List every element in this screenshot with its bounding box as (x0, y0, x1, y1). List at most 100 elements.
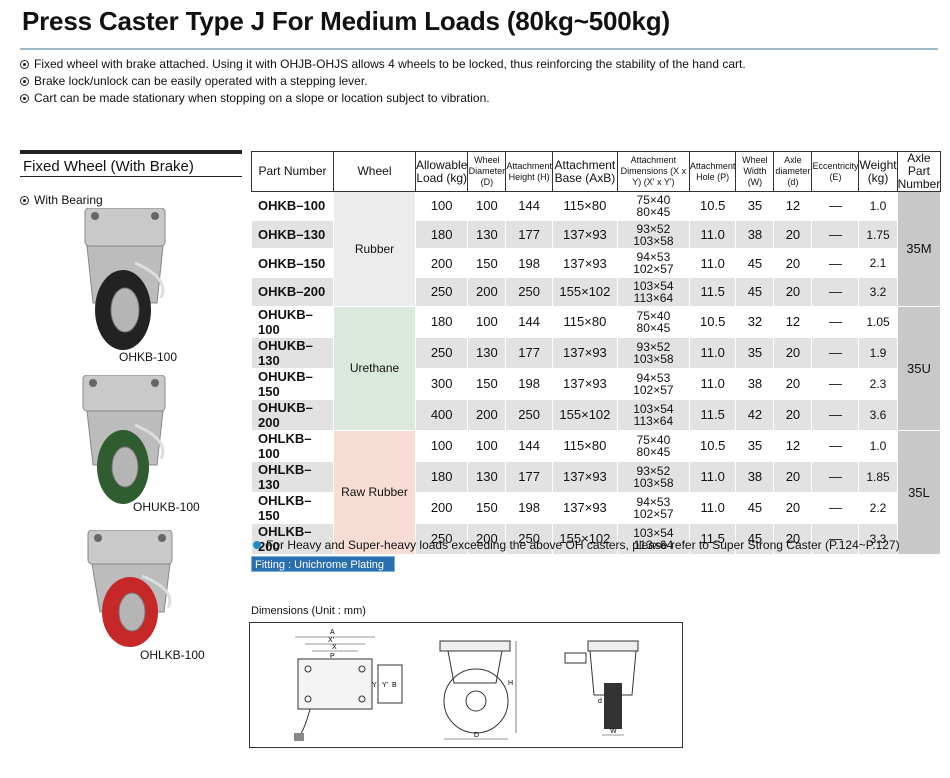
dim-label-y2: Y' (382, 682, 388, 689)
info-dot-icon (253, 541, 261, 549)
weight-cell: 2.1 (858, 248, 898, 279)
height-cell: 144 (505, 429, 553, 462)
eccentricity-cell: — (811, 219, 860, 250)
weight-cell: 2.2 (858, 491, 898, 524)
caster-image-urethane (82, 375, 166, 504)
hole-cell: 11.0 (688, 460, 737, 493)
diameter-cell: 130 (467, 336, 507, 369)
weight-cell: 1.75 (858, 219, 898, 250)
dimension-xy: 93×52 (636, 463, 671, 478)
load-cell: 180 (414, 305, 469, 338)
eccentricity-cell: — (811, 191, 860, 221)
hole-cell: 11.0 (688, 219, 737, 250)
dimension-xy: 103×54 (633, 401, 674, 416)
hole-cell: 11.0 (688, 367, 737, 400)
load-cell: 100 (414, 429, 469, 462)
weight-cell: 2.3 (858, 367, 898, 400)
base-cell: 137×93 (551, 336, 618, 369)
dimension-xy-prime: 113×64 (633, 537, 674, 552)
dimensions-label: Dimensions (Unit : mm) (251, 605, 366, 617)
eccentricity-cell: — (811, 491, 860, 524)
dim-label-x2: X' (328, 637, 334, 644)
base-cell: 155×102 (551, 398, 618, 431)
part-number-cell: OHUKB–130 (251, 336, 334, 369)
dim-label-x: X (332, 644, 337, 651)
load-cell: 180 (414, 219, 469, 250)
weight-cell: 1.05 (858, 305, 898, 338)
eccentricity-cell: — (811, 277, 860, 307)
width-cell: 38 (735, 219, 775, 250)
hole-cell: 11.5 (688, 277, 737, 307)
dimensions-diagram: A X' X P Y Y' B H D W d (249, 622, 683, 748)
diameter-cell: 130 (467, 219, 507, 250)
axle-part-cell: 35L (896, 429, 942, 555)
fitting-badge: Fitting : Unichrome Plating (251, 556, 395, 572)
width-cell: 45 (735, 277, 775, 307)
axle-diameter-cell: 12 (773, 305, 813, 338)
height-cell: 177 (505, 336, 553, 369)
axle-diameter-cell: 20 (773, 460, 813, 493)
base-cell: 115×80 (551, 191, 618, 221)
wheel-type-cell: Urethane (333, 305, 416, 431)
diameter-cell: 100 (467, 191, 507, 221)
load-cell: 180 (414, 460, 469, 493)
caption-rubber: OHKB-100 (119, 350, 178, 364)
eccentricity-cell: — (811, 248, 860, 279)
caster-image-raw-rubber (87, 530, 173, 647)
height-cell: 177 (505, 219, 553, 250)
dim-label-h: H (508, 680, 513, 687)
part-number-cell: OHUKB–150 (251, 367, 334, 400)
header-diameter: Wheel Diameter (D) (467, 151, 507, 192)
header-axle-diameter: Axle diameter (d) (773, 151, 813, 192)
dim-label-p: P (330, 653, 335, 660)
bearing-label: With Bearing (20, 193, 103, 207)
part-number-cell: OHKB–130 (251, 219, 334, 250)
eccentricity-cell: — (811, 429, 860, 462)
base-cell: 155×102 (551, 522, 618, 555)
dimension-xy: 94×53 (636, 494, 671, 509)
eccentricity-cell: — (811, 398, 860, 431)
dimension-xy-prime: 113×64 (633, 290, 674, 305)
axle-diameter-cell: 20 (773, 367, 813, 400)
width-cell: 42 (735, 398, 775, 431)
height-cell: 144 (505, 305, 553, 338)
bullet-icon (20, 60, 29, 69)
axle-diameter-cell: 20 (773, 491, 813, 524)
feature-item: Brake lock/unlock can be easily operated… (20, 73, 746, 90)
wheel-type-cell: Raw Rubber (333, 429, 416, 555)
load-cell: 250 (414, 277, 469, 307)
width-cell: 38 (735, 367, 775, 400)
bullet-icon (20, 77, 29, 86)
load-cell: 250 (414, 522, 469, 555)
load-cell: 200 (414, 248, 469, 279)
dimension-drawing: A X' X P Y Y' B H D W d (294, 629, 639, 741)
dimension-xy: 93×52 (636, 339, 671, 354)
dimension-xy: 103×54 (633, 278, 674, 293)
eccentricity-cell: — (811, 336, 860, 369)
diameter-cell: 100 (467, 429, 507, 462)
weight-cell: 3.6 (858, 398, 898, 431)
header-wheel: Wheel (333, 151, 416, 192)
dimension-xy-prime: 80×45 (636, 320, 671, 335)
header-height: Attachment Height (H) (505, 151, 553, 192)
base-cell: 115×80 (551, 305, 618, 338)
hole-cell: 11.0 (688, 491, 737, 524)
hole-cell: 11.0 (688, 336, 737, 369)
weight-cell: 1.9 (858, 336, 898, 369)
axle-part-cell: 35U (896, 305, 942, 431)
dimension-xy-prime: 102×57 (633, 262, 674, 277)
bullet-icon (20, 94, 29, 103)
load-cell: 200 (414, 491, 469, 524)
dimension-xy: 103×54 (633, 525, 674, 540)
load-cell: 400 (414, 398, 469, 431)
